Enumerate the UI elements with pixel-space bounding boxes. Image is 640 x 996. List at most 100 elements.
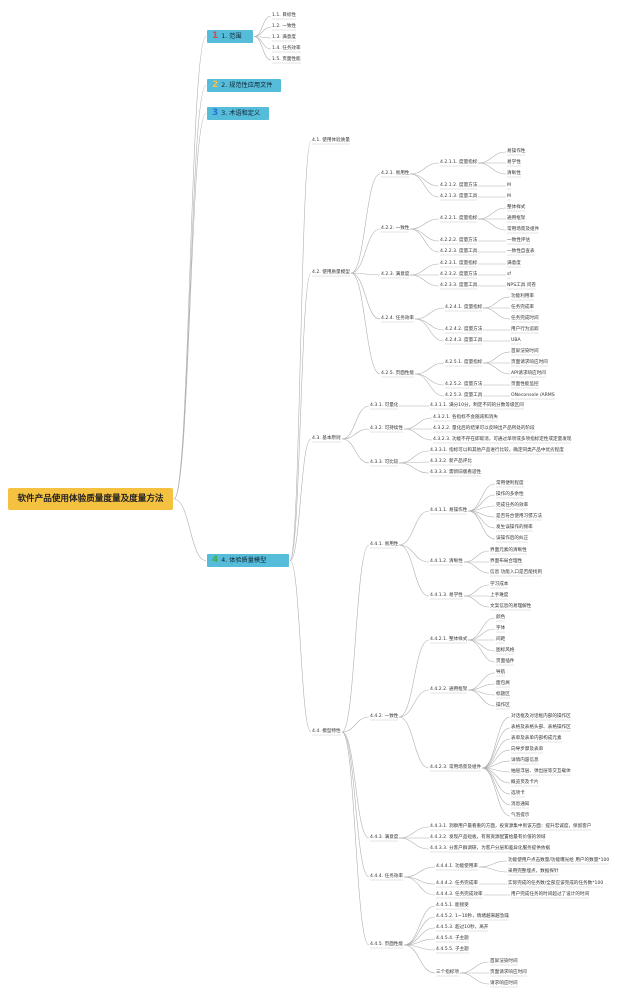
leaf[interactable]: 界面布局合理性 <box>490 559 523 564</box>
leaf[interactable]: 首屏渲染时间 <box>511 349 539 354</box>
node-4-2-3-1[interactable]: 4.2.3.1. 度量指标 <box>440 261 478 266</box>
leaf[interactable]: 信息 功能入口是否能找到 <box>490 570 542 575</box>
node-4-2-2-1[interactable]: 4.2.2.1. 度量指标 <box>440 216 478 221</box>
leaf[interactable]: 是否符合使用习惯方法 <box>496 514 542 519</box>
node-4-2-1-1[interactable]: 4.2.1.1. 度量指标 <box>440 160 478 165</box>
leaf[interactable]: 详情内容信息 <box>511 758 539 763</box>
leaf[interactable]: 4.3.2.2. 量化后的结果可以反映出产品所处的阶段 <box>433 426 535 431</box>
leaf[interactable]: 功能利用率 <box>511 294 534 299</box>
leaf[interactable]: 4.3.1.1. 满分10分，制定不同的分数等级区间 <box>430 403 524 408</box>
leaf[interactable]: 图标风格 <box>496 648 515 653</box>
leaf[interactable]: 4.3.3.1. 指标可以和其他产品进行比较，确定同类产品中优劣程度 <box>430 448 564 453</box>
leaf[interactable]: 4.3.3.3. 需新旧版看适性 <box>430 470 482 475</box>
node-4-4-1-3[interactable]: 4.4.1.3. 易学性 <box>430 593 463 598</box>
node-4-4-3[interactable]: 4.4.3. 满意度 <box>370 835 399 840</box>
leaf[interactable]: 页面请求响应时间 <box>511 360 548 365</box>
node-4-4-2-1[interactable]: 4.4.2.1. 整体样式 <box>430 637 468 642</box>
node-4-2-4-2[interactable]: 4.2.4.2. 度量方法 <box>445 327 483 332</box>
node-4-3[interactable]: 4.3. 基本原则 <box>312 436 341 441</box>
leaf[interactable]: 常用场景及组件 <box>507 227 540 232</box>
leaf[interactable]: 页面性能监控 <box>511 382 539 387</box>
node-4-4-1-2[interactable]: 4.4.1.2. 清晰性 <box>430 559 463 564</box>
node-4-3-3[interactable]: 4.3.3. 可比较 <box>370 460 399 465</box>
node-4-4-2[interactable]: 4.4.2. 一致性 <box>370 714 399 719</box>
node-4-2-4[interactable]: 4.2.4. 任务效率 <box>381 316 414 321</box>
leaf[interactable]: 整体样式 <box>507 205 526 210</box>
leaf[interactable]: 功能使用户点击数量/功能曝光给 用户的数量*100 <box>508 858 610 863</box>
node-4-4-4-3[interactable]: 4.4.4.3. 任务完成效率 <box>436 892 483 897</box>
s1-task-efficiency[interactable]: 1.4. 任务效率 <box>272 46 301 51</box>
node-4-2-2[interactable]: 4.2.2. 一致性 <box>381 226 410 231</box>
leaf[interactable]: 完成任务的效率 <box>496 503 529 508</box>
node-4-4-4-1[interactable]: 4.4.4.1. 功能使用率 <box>436 864 478 869</box>
leaf[interactable]: 易学性 <box>507 160 521 165</box>
leaf[interactable]: 一致性自查表 <box>507 249 535 254</box>
leaf[interactable]: 概览页及卡片 <box>511 780 539 785</box>
leaf[interactable]: 4.4.5.2. 1~10秒，情绪越来越急躁 <box>436 914 509 919</box>
s1-consistency[interactable]: 1.2. 一致性 <box>272 24 297 29</box>
leaf[interactable]: 清晰性 <box>507 171 521 176</box>
leaf[interactable]: 颜色 <box>496 615 506 620</box>
s1-satisfaction[interactable]: 1.3. 满意度 <box>272 35 297 40</box>
leaf[interactable]: 消息通知 <box>511 802 530 807</box>
leaf[interactable]: 4.4.5.4. 子主题 <box>436 936 469 941</box>
leaf[interactable]: API请求响应时间 <box>511 371 546 376</box>
root-topic[interactable]: 软件产品使用体验质量度量及度量方法 <box>8 488 173 510</box>
leaf[interactable]: 常用便利程度 <box>496 481 524 486</box>
leaf[interactable]: 4.4.3.2. 发现产品短板，有限资源配置给最有价值的领域 <box>430 835 546 840</box>
leaf[interactable]: 用户完成任务的时间超过了设计的时间 <box>511 892 590 897</box>
leaf[interactable]: 操作的多余性 <box>496 492 524 497</box>
leaf[interactable]: 4.3.2.1. 各指标不会随减和消失 <box>433 415 498 420</box>
node-4-4-4[interactable]: 4.4.4. 任务效率 <box>370 874 403 879</box>
leaf[interactable]: 操作区 <box>496 703 510 708</box>
leaf[interactable]: 向导步骤及表单 <box>511 747 544 752</box>
leaf[interactable]: 易操作性 <box>507 149 526 154</box>
leaf[interactable]: 抽屉浮层、弹出层等交互载体 <box>511 769 571 774</box>
leaf[interactable]: 页面插件 <box>496 659 515 664</box>
leaf[interactable]: 任务完成时间 <box>511 316 539 321</box>
leaf[interactable]: 学习成本 <box>490 582 509 587</box>
node-4-2-2-3[interactable]: 4.2.2.3. 度量工具 <box>440 249 478 254</box>
node-4-4-5[interactable]: 4.4.5. 页面性能 <box>370 942 403 947</box>
node-4-2-5-2[interactable]: 4.2.5.2. 度量方法 <box>445 382 483 387</box>
node-three-indicators[interactable]: 三个指标项 <box>436 970 459 975</box>
leaf[interactable]: 通用框架 <box>507 216 526 221</box>
leaf[interactable]: 4.4.3.1. 洞察用户最看重的方面，投资源集中到该方面：提升忠诚度，保留客户 <box>430 824 592 829</box>
leaf[interactable]: 发生误操作的频率 <box>496 525 533 530</box>
leaf[interactable]: 4.4.5.3. 超过10秒，离开 <box>436 925 489 930</box>
node-4-3-2[interactable]: 4.3.2. 可持续性 <box>370 426 403 431</box>
node-4-4-2-2[interactable]: 4.4.2.2. 通用框架 <box>430 687 468 692</box>
leaf[interactable]: 对话框及对话框内部的操作区 <box>511 714 571 719</box>
leaf[interactable]: 文案信息的易理解性 <box>490 604 532 609</box>
node-4-3-1[interactable]: 4.3.1. 可量化 <box>370 403 399 408</box>
leaf[interactable]: 选项卡 <box>511 791 525 796</box>
node-4-2[interactable]: 4.2. 使用质量模型 <box>312 270 350 275</box>
leaf[interactable]: 请求响应时间 <box>490 981 518 986</box>
node-4-2-4-3[interactable]: 4.2.4.3. 度量工具 <box>445 338 483 343</box>
leaf[interactable]: ONeconsole /ARMS <box>511 393 555 398</box>
leaf[interactable]: 气泡提示 <box>511 813 530 818</box>
leaf[interactable]: 首屏渲染时间 <box>490 959 518 964</box>
node-4-2-3[interactable]: 4.2.3. 满意度 <box>381 272 410 277</box>
leaf[interactable]: 页面请求响应时间 <box>490 970 527 975</box>
node-4-2-5-1[interactable]: 4.2.5.1. 度量指标 <box>445 360 483 365</box>
leaf[interactable]: 上手难度 <box>490 593 509 598</box>
leaf[interactable]: 界面元素的清晰性 <box>490 548 527 553</box>
leaf[interactable]: 标题区 <box>496 692 510 697</box>
node-4-1[interactable]: 4.1. 使用体验质量 <box>312 138 350 143</box>
leaf[interactable]: 表单及表单内部构成元素 <box>511 736 562 741</box>
node-4-2-4-1[interactable]: 4.2.4.1. 度量指标 <box>445 305 483 310</box>
node-4-2-5-3[interactable]: 4.2.5.3. 度量工具 <box>445 393 483 398</box>
node-4-4-1-1[interactable]: 4.4.1.1. 易操作性 <box>430 508 468 513</box>
leaf[interactable]: 4.3.3.2. 新产品评比 <box>430 459 472 464</box>
node-4-4-1[interactable]: 4.4.1. 易用性 <box>370 542 399 547</box>
node-4-2-3-3[interactable]: 4.2.3.3. 度量工具 <box>440 283 478 288</box>
leaf[interactable]: 间距 <box>496 637 506 642</box>
node-4-2-1-2[interactable]: 4.2.1.2. 度量方法 <box>440 183 478 188</box>
leaf[interactable]: 满意度 <box>507 261 521 266</box>
leaf[interactable]: 实际完成的任务数/全部应该完成的任务数*100 <box>508 881 604 886</box>
